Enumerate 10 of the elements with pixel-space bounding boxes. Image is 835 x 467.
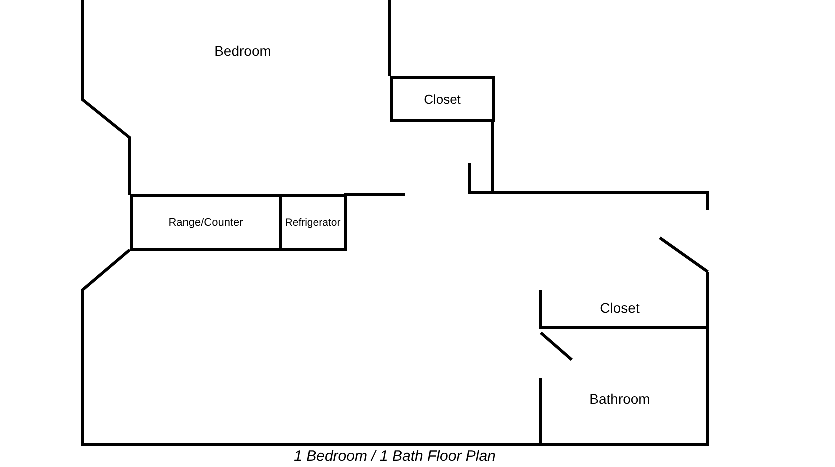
- room-label: Range/Counter: [168, 216, 244, 228]
- plan-caption: 1 Bedroom / 1 Bath Floor Plan: [294, 448, 496, 465]
- room-label: Bathroom: [590, 391, 650, 407]
- room-label: Bedroom: [214, 43, 272, 59]
- closet-box: [390, 76, 495, 122]
- room-label: Closet: [424, 92, 461, 106]
- refrigerator-box: [279, 194, 347, 251]
- room-label: Refrigerator: [285, 216, 341, 228]
- counter-box: [130, 194, 282, 251]
- room-label: Closet: [600, 300, 640, 316]
